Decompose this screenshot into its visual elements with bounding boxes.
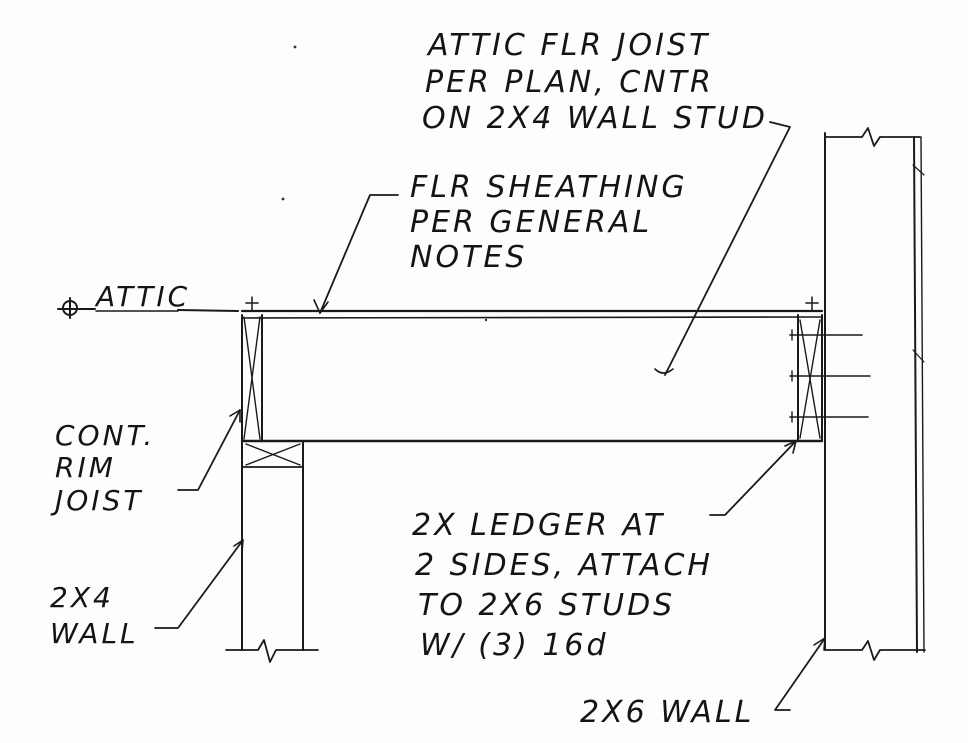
note-2x6-wall: 2X6 WALL bbox=[580, 695, 754, 730]
note-rim-line-1: CONT. bbox=[55, 419, 155, 452]
note-2x4-line-2: WALL bbox=[50, 617, 139, 650]
note-floor-sheathing: FLR SHEATHING PER GENERAL NOTES bbox=[410, 170, 688, 275]
attic-level-label: ATTIC bbox=[94, 280, 190, 313]
ledger-block bbox=[789, 296, 871, 442]
note-attic-floor-joist: ATTIC FLR JOIST PER PLAN, CNTR ON 2X4 WA… bbox=[422, 28, 768, 136]
note-attic-joist-line-2: PER PLAN, CNTR bbox=[425, 65, 714, 100]
note-2x4-wall: 2X4 WALL bbox=[50, 581, 139, 650]
note-ledger-line-3: TO 2X6 STUDS bbox=[418, 588, 675, 623]
note-rim-line-2: RIM bbox=[55, 451, 116, 484]
note-rim-joist: CONT. RIM JOIST bbox=[50, 419, 155, 517]
note-ledger-line-1: 2X LEDGER AT bbox=[412, 508, 665, 543]
paper-specks bbox=[281, 45, 488, 322]
attic-level-marker bbox=[57, 297, 239, 319]
wall-2x6 bbox=[824, 127, 926, 661]
note-2x4-line-1: 2X4 bbox=[50, 581, 114, 614]
note-ledger: 2X LEDGER AT 2 SIDES, ATTACH TO 2X6 STUD… bbox=[412, 508, 713, 663]
note-ledger-line-4: W/ (3) 16d bbox=[420, 628, 609, 663]
floor-sheathing bbox=[240, 309, 824, 319]
wall-2x4 bbox=[225, 440, 319, 663]
note-rim-line-3: JOIST bbox=[50, 484, 143, 517]
leader-lines bbox=[154, 121, 826, 711]
rim-joist-block bbox=[241, 296, 263, 442]
note-sheathing-line-3: NOTES bbox=[410, 240, 527, 275]
note-sheathing-line-2: PER GENERAL bbox=[410, 205, 652, 240]
attic-floor-joist bbox=[240, 368, 824, 443]
note-sheathing-line-1: FLR SHEATHING bbox=[410, 170, 688, 205]
note-ledger-line-2: 2 SIDES, ATTACH bbox=[415, 548, 713, 583]
note-attic-joist-line-1: ATTIC FLR JOIST bbox=[426, 28, 710, 63]
note-attic-joist-line-3: ON 2X4 WALL STUD bbox=[422, 101, 768, 136]
